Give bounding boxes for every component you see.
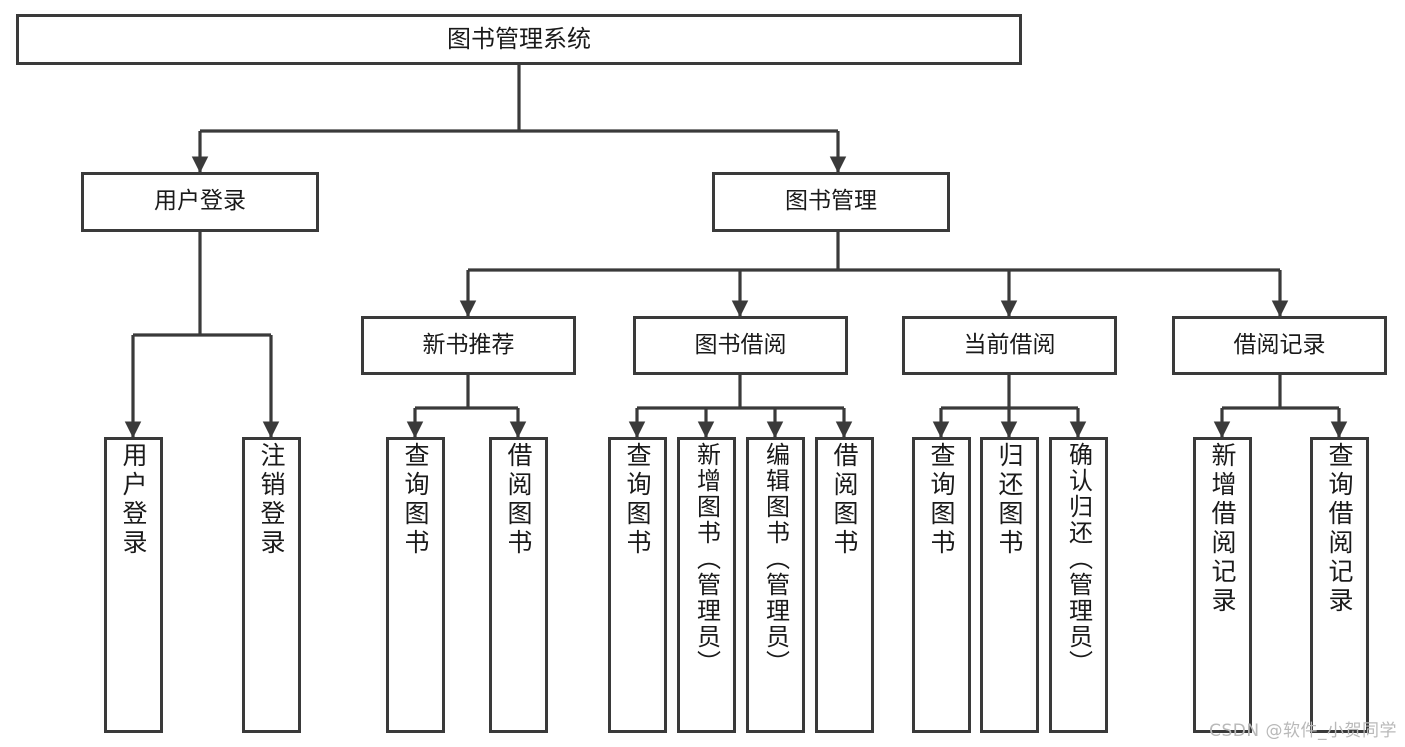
node-label: 借阅图书 [830,442,859,558]
leaf-book-borrow-borrow[interactable]: 借阅图书 [815,437,874,733]
node-label: 用户登录 [119,442,148,558]
leaf-book-borrow-add[interactable]: 新增图书（管理员） [677,437,736,733]
leaf-borrow-record-add[interactable]: 新增借阅记录 [1193,437,1252,733]
node-label: 新书推荐 [422,331,515,358]
node-book-management[interactable]: 图书管理 [712,172,950,232]
node-label: 新增借阅记录 [1208,442,1237,616]
node-root-book-management-system[interactable]: 图书管理系统 [16,14,1022,65]
node-label: 借阅记录 [1233,331,1326,358]
node-current-borrow[interactable]: 当前借阅 [902,316,1117,375]
node-label: 归还图书 [995,442,1024,558]
node-label: 编辑图书（管理员） [761,442,790,676]
leaf-current-borrow-query[interactable]: 查询图书 [912,437,971,733]
leaf-user-login-login[interactable]: 用户登录 [104,437,163,733]
leaf-new-book-borrow[interactable]: 借阅图书 [489,437,548,733]
node-book-borrow[interactable]: 图书借阅 [633,316,848,375]
node-label: 借阅图书 [504,442,533,558]
node-label: 当前借阅 [963,331,1056,358]
leaf-book-borrow-edit[interactable]: 编辑图书（管理员） [746,437,805,733]
leaf-new-book-query[interactable]: 查询图书 [386,437,445,733]
node-new-book-recommend[interactable]: 新书推荐 [361,316,576,375]
leaf-borrow-record-query[interactable]: 查询借阅记录 [1310,437,1369,733]
node-label: 确认归还（管理员） [1064,442,1093,676]
node-label: 注销登录 [257,442,286,558]
node-label: 查询图书 [927,442,956,558]
node-label: 图书管理 [785,188,877,215]
csdn-watermark: CSDN @软件_小贺同学 [1209,721,1397,741]
node-label: 查询图书 [401,442,430,558]
node-label: 用户登录 [154,188,246,215]
node-label: 图书借阅 [694,331,787,358]
leaf-current-borrow-confirm-return[interactable]: 确认归还（管理员） [1049,437,1108,733]
node-borrow-record[interactable]: 借阅记录 [1172,316,1387,375]
leaf-user-login-logout[interactable]: 注销登录 [242,437,301,733]
leaf-current-borrow-return[interactable]: 归还图书 [980,437,1039,733]
node-label: 查询借阅记录 [1325,442,1354,616]
node-label: 图书管理系统 [447,25,591,54]
leaf-book-borrow-query[interactable]: 查询图书 [608,437,667,733]
node-user-login[interactable]: 用户登录 [81,172,319,232]
node-label: 查询图书 [623,442,652,558]
node-label: 新增图书（管理员） [692,442,721,676]
